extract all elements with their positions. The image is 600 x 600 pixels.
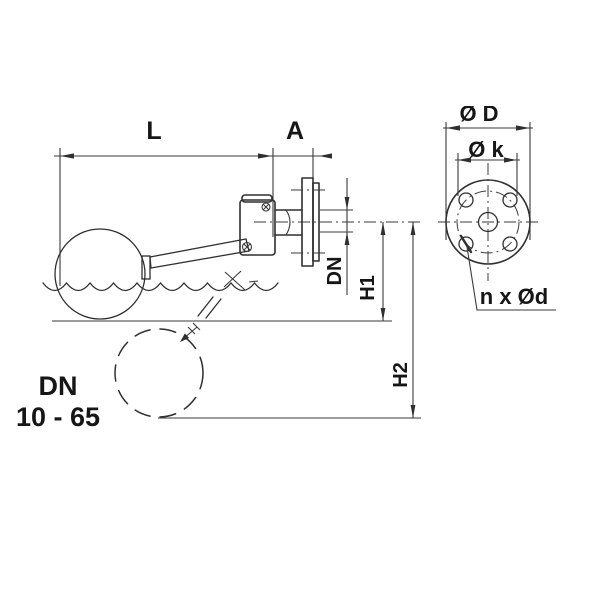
dim-label-H2: H2 xyxy=(390,362,412,388)
dim-label-Ok: Ø k xyxy=(468,137,504,162)
dimension-Ok: Ø k xyxy=(455,137,520,196)
travel-arrow xyxy=(180,322,201,342)
dimension-OD: Ø D xyxy=(443,101,533,240)
dimension-H2: H2 xyxy=(390,222,416,418)
size-range-note: DN 10 - 65 xyxy=(16,371,100,432)
valve-body xyxy=(239,177,421,267)
size-range-line2: 10 - 65 xyxy=(16,402,100,432)
dimension-DN: DN xyxy=(320,178,353,295)
float-ball-assembly xyxy=(54,228,250,320)
size-range-line1: DN xyxy=(39,371,78,401)
side-view: L A xyxy=(16,117,421,432)
break-symbol xyxy=(197,296,222,319)
water-level-line xyxy=(42,270,279,292)
lever-pivot-screw xyxy=(241,241,253,253)
float-lower-position xyxy=(114,296,222,418)
dim-label-L: L xyxy=(146,117,161,145)
float-ball-phantom xyxy=(114,328,204,418)
dim-label-OD: Ø D xyxy=(459,101,498,126)
bolt-hole xyxy=(458,192,474,208)
bolt-hole xyxy=(502,236,518,252)
outlet-nozzle xyxy=(274,209,303,236)
dimension-L-A: L A xyxy=(54,117,332,286)
dimension-H1: H1 xyxy=(357,222,386,321)
float-lever-arm xyxy=(149,238,250,269)
flange-center-bore xyxy=(477,211,499,233)
float-clamp xyxy=(141,255,151,280)
bolt-hole xyxy=(502,192,518,208)
float-ball xyxy=(54,228,146,320)
dim-label-A: A xyxy=(286,117,304,145)
valve-body-cap xyxy=(241,194,273,203)
bolt-holes xyxy=(458,192,518,252)
bolt-hole-callout: n x Ød xyxy=(459,234,556,311)
dim-label-H1: H1 xyxy=(357,275,379,301)
dim-label-DN: DN xyxy=(324,257,346,286)
screw-top xyxy=(261,202,271,212)
bolt-hole xyxy=(458,236,474,252)
dim-label-nxd: n x Ød xyxy=(480,284,548,309)
flange-front-view: Ø D Ø k n x Ød xyxy=(438,101,556,311)
water-level-symbol xyxy=(223,270,259,291)
